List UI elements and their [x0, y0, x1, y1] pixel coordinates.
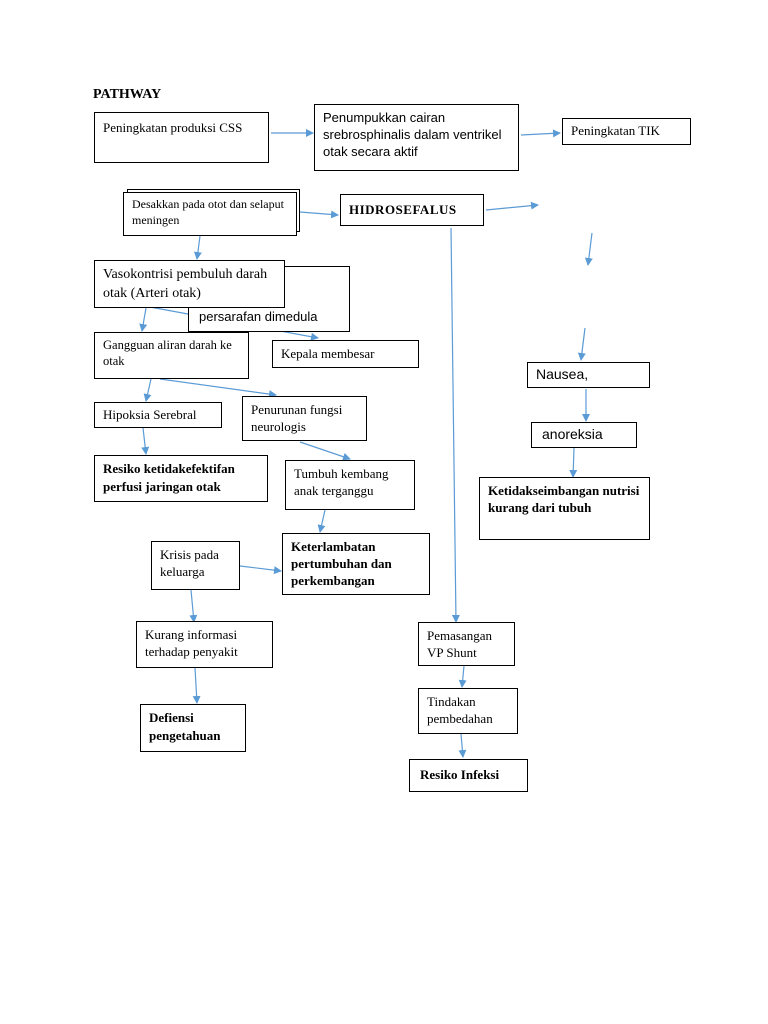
- arrow-krisis-to-keterlambatan: [239, 565, 282, 575]
- arrow-right-column-2: [577, 327, 586, 361]
- node-gangguan-aliran: Gangguan aliran darah ke otak: [94, 332, 249, 379]
- node-tindakan: Tindakan pembedahan: [418, 688, 518, 734]
- node-desakkan: Desakkan pada otot dan selaput meningen: [123, 192, 297, 236]
- arrow-tumbuh-to-keterlambatan: [317, 509, 326, 533]
- node-hipoksia: Hipoksia Serebral: [94, 402, 222, 428]
- node-peningkatan-tik: Peningkatan TIK: [562, 118, 691, 145]
- arrow-pemasangan-to-tindakan: [458, 665, 467, 688]
- node-penumpukkan: Penumpukkan cairan srebrosphinalis dalam…: [314, 104, 519, 171]
- node-vasokontrisi: Vasokontrisi pembuluh darah otak (Arteri…: [94, 260, 285, 308]
- node-hidrosefalus: HIDROSEFALUS: [340, 194, 484, 226]
- node-peningkatan-css: Peningkatan produksi CSS: [94, 112, 269, 163]
- arrow-vasokontrisi-to-gangguan: [139, 307, 148, 332]
- node-resiko-infeksi: Resiko Infeksi: [409, 759, 528, 792]
- node-ketidakseimbangan: Ketidakseimbangan nutrisi kurang dari tu…: [479, 477, 650, 540]
- node-defiensi: Defiensi pengetahuan: [140, 704, 246, 752]
- arrow-tindakan-to-resiko-infeksi: [458, 733, 467, 758]
- node-nausea: Nausea,: [527, 362, 650, 388]
- arrow-hidrosefalus-right: [485, 201, 539, 211]
- node-krisis: Krisis pada keluarga: [151, 541, 240, 590]
- arrow-gangguan-to-hipoksia: [143, 378, 152, 402]
- node-tumbuh-kembang: Tumbuh kembang anak terganggu: [285, 460, 415, 510]
- arrow-hipoksia-to-resiko: [141, 427, 150, 455]
- arrow-kurang-to-defiensi: [192, 667, 201, 704]
- node-kurang-informasi: Kurang informasi terhadap penyakit: [136, 621, 273, 668]
- arrow-krisis-to-kurang: [189, 589, 198, 623]
- arrow-anoreksia-to-ketidakseimbangan: [569, 447, 578, 478]
- page-title: PATHWAY: [93, 87, 162, 102]
- node-penurunan-fungsi: Penurunan fungsi neurologis: [242, 396, 367, 441]
- arrow-penurunan-to-tumbuh: [299, 441, 351, 461]
- node-pemasangan: Pemasangan VP Shunt: [418, 622, 515, 666]
- node-kepala-membesar: Kepala membesar: [272, 340, 419, 368]
- arrow-penumpukkan-to-tik: [520, 129, 561, 138]
- arrow-hidrosefalus-to-pemasangan: [450, 227, 460, 623]
- arrow-desakkan-to-vasokontrisi: [193, 235, 202, 260]
- arrow-desakkan-to-hidrosefalus: [299, 210, 339, 219]
- node-resiko-perfusi: Resiko ketidakefektifan perfusi jaringan…: [94, 455, 268, 502]
- node-keterlambatan: Keterlambatan pertumbuhan dan perkembang…: [282, 533, 430, 595]
- arrow-right-column-1: [584, 232, 593, 266]
- arrow-gangguan-to-penurunan: [159, 378, 277, 399]
- node-anoreksia: anoreksia: [531, 422, 637, 448]
